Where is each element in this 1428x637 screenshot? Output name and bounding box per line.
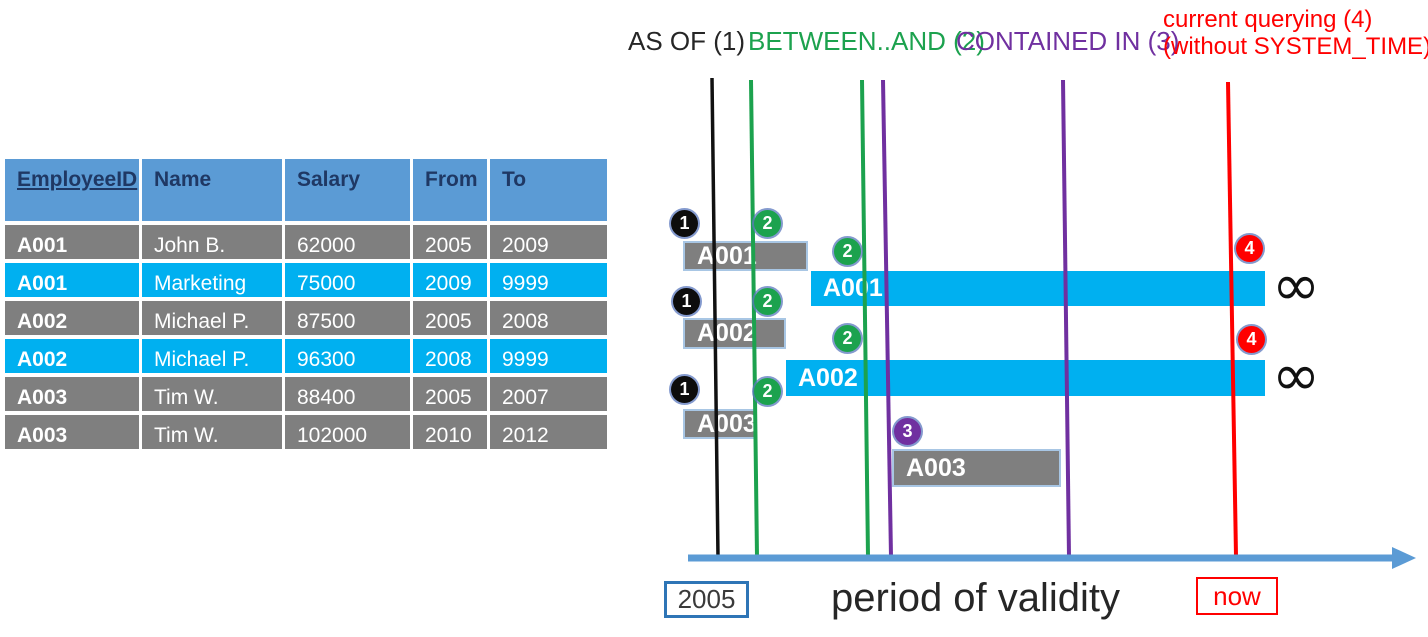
cell-from: 2005 (413, 377, 487, 411)
cell-salary: 88400 (285, 377, 410, 411)
cell-employeeid: A001 (5, 225, 139, 259)
validity-bar-a003-second: A003 (892, 449, 1061, 487)
column-header-employeeid: EmployeeID (5, 159, 139, 221)
cell-name: Tim W. (142, 415, 282, 449)
cell-to: 9999 (490, 339, 607, 373)
badge-between-and: 2 (754, 378, 781, 405)
cell-salary: 102000 (285, 415, 410, 449)
contained-start-line (881, 79, 893, 558)
time-axis-arrowhead-icon (1392, 547, 1416, 569)
badge-contained-in: 3 (894, 418, 921, 445)
contained-end-line (1061, 79, 1071, 558)
badge-between-and: 2 (754, 288, 781, 315)
column-header-name: Name (142, 159, 282, 221)
cell-employeeid: A002 (5, 301, 139, 335)
legend-current-querying-line1: current querying (4) (1163, 6, 1373, 33)
badge-between-and: 2 (834, 325, 861, 352)
legend-current-querying-line2: (without SYSTEM_TIME) (1163, 33, 1428, 60)
badge-between-and: 2 (754, 210, 781, 237)
cell-from: 2005 (413, 225, 487, 259)
cell-from: 2010 (413, 415, 487, 449)
badge-as-of: 1 (671, 376, 698, 403)
employee-history-table: EmployeeID Name Salary From To A001 John… (2, 155, 610, 453)
column-header-salary: Salary (285, 159, 410, 221)
column-header-to: To (490, 159, 607, 221)
cell-from: 2008 (413, 339, 487, 373)
badge-between-and: 2 (834, 238, 861, 265)
validity-bar-a001-old: A001 (683, 241, 808, 271)
cell-from: 2005 (413, 301, 487, 335)
bar-label: A002 (798, 363, 858, 392)
axis-title: period of validity (831, 576, 1121, 620)
cell-salary: 62000 (285, 225, 410, 259)
validity-bar-a001-current: A001 (811, 271, 1265, 306)
bar-label: A003 (906, 453, 966, 482)
table-row: A001 John B. 62000 2005 2009 (5, 225, 607, 259)
cell-employeeid: A003 (5, 415, 139, 449)
cell-salary: 96300 (285, 339, 410, 373)
cell-to: 2007 (490, 377, 607, 411)
badge-current-querying: 4 (1236, 235, 1263, 262)
bar-label: A001 (697, 241, 757, 270)
legend-current-querying: current querying (4) (without SYSTEM_TIM… (1163, 6, 1428, 60)
validity-bar-a002-old: A002 (683, 318, 786, 349)
legend-as-of: AS OF (1) (628, 26, 746, 56)
table-row: A003 Tim W. 88400 2005 2007 (5, 377, 607, 411)
table-row: A002 Michael P. 96300 2008 9999 (5, 339, 607, 373)
validity-bar-a002-current: A002 (786, 360, 1265, 396)
start-year-box: 2005 (664, 581, 749, 618)
validity-bar-a003-old: A003 (683, 409, 757, 439)
cell-to: 9999 (490, 263, 607, 297)
column-header-from: From (413, 159, 487, 221)
cell-from: 2009 (413, 263, 487, 297)
table-row: A003 Tim W. 102000 2010 2012 (5, 415, 607, 449)
infinity-icon: ∞ (1271, 341, 1321, 409)
cell-employeeid: A002 (5, 339, 139, 373)
badge-current-querying: 4 (1238, 326, 1265, 353)
cell-salary: 75000 (285, 263, 410, 297)
now-box: now (1196, 577, 1278, 615)
cell-employeeid: A001 (5, 263, 139, 297)
cell-name: John B. (142, 225, 282, 259)
legend-between-and: BETWEEN..AND (2) (748, 26, 985, 56)
badge-as-of: 1 (673, 288, 700, 315)
now-line (1226, 81, 1238, 557)
bar-label: A002 (697, 319, 757, 347)
cell-name: Marketing (142, 263, 282, 297)
badge-as-of: 1 (671, 210, 698, 237)
cell-name: Tim W. (142, 377, 282, 411)
cell-name: Michael P. (142, 301, 282, 335)
cell-to: 2009 (490, 225, 607, 259)
bar-label: A001 (823, 274, 883, 302)
table-header-row: EmployeeID Name Salary From To (5, 159, 607, 221)
cell-to: 2008 (490, 301, 607, 335)
table-row: A002 Michael P. 87500 2005 2008 (5, 301, 607, 335)
legend-contained-in: CONTAINED IN (3) (956, 26, 1180, 56)
cell-to: 2012 (490, 415, 607, 449)
bar-label: A003 (697, 409, 757, 438)
cell-employeeid: A003 (5, 377, 139, 411)
infinity-icon: ∞ (1271, 251, 1321, 319)
cell-salary: 87500 (285, 301, 410, 335)
table-row: A001 Marketing 75000 2009 9999 (5, 263, 607, 297)
between-end-line (860, 79, 870, 558)
cell-name: Michael P. (142, 339, 282, 373)
